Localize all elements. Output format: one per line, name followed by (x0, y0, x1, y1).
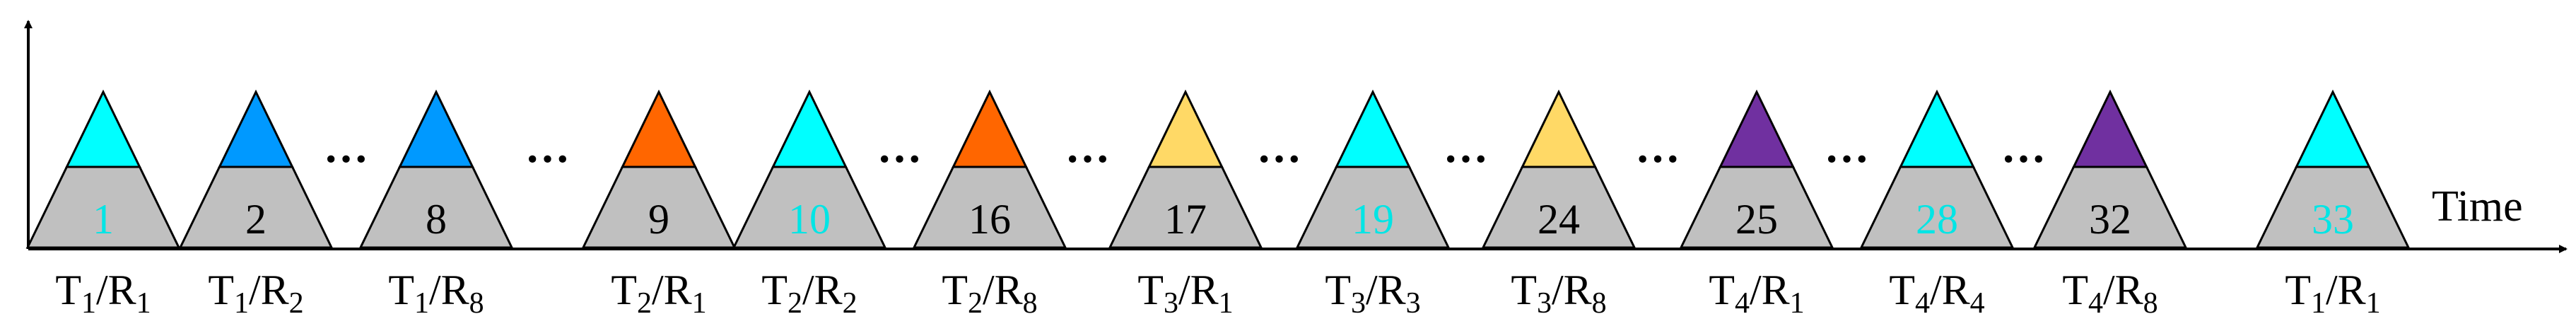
slot-top (621, 89, 697, 168)
gap-ellipsis: ··· (1256, 134, 1301, 184)
slot-label: T4/R8 (2062, 267, 2158, 320)
time-slot: 8T1/R8 (358, 89, 514, 320)
slot-number: 33 (2312, 196, 2354, 243)
gap-ellipsis: ··· (1065, 134, 1110, 184)
slot-number: 16 (968, 196, 1011, 243)
slot-number: 32 (2089, 196, 2131, 243)
slot-number: 17 (1164, 196, 1207, 243)
slot-number: 2 (245, 196, 267, 243)
time-slot: 1T1/R1 (25, 89, 181, 320)
gap-ellipsis: ··· (877, 134, 922, 184)
gap-ellipsis: ··· (1824, 134, 1869, 184)
slot-label: T1/R2 (208, 267, 303, 320)
slot-number: 9 (648, 196, 669, 243)
slot-number: 1 (93, 196, 114, 243)
gap-ellipsis: ··· (2001, 134, 2046, 184)
slot-top (398, 89, 474, 168)
gap-ellipsis: ··· (1443, 134, 1488, 184)
slot-label: T1/R1 (55, 267, 151, 320)
slot-number: 10 (788, 196, 831, 243)
slot-number: 8 (426, 196, 447, 243)
slot-top (65, 89, 141, 168)
slot-label: T3/R8 (1511, 267, 1606, 320)
slot-top (1147, 89, 1224, 168)
slot-top (2072, 89, 2148, 168)
gap-ellipsis: ··· (1635, 134, 1680, 184)
slot-top (1899, 89, 1975, 168)
time-slot: 2T1/R2 (178, 89, 334, 320)
slot-top (1335, 89, 1411, 168)
slot-number: 24 (1538, 196, 1580, 243)
slot-top (1719, 89, 1795, 168)
time-axis-label: Time (2432, 182, 2523, 231)
slot-label: T4/R4 (1889, 267, 1984, 320)
gap-ellipsis: ··· (323, 134, 368, 184)
slot-label: T3/R3 (1325, 267, 1420, 320)
slot-label: T2/R1 (611, 267, 706, 320)
slot-top (771, 89, 848, 168)
gap-ellipsis: ··· (525, 134, 570, 184)
slot-label: T4/R1 (1709, 267, 1804, 320)
time-slot: 9T2/R1 (581, 89, 737, 320)
slot-label: T3/R1 (1137, 267, 1233, 320)
slot-top (2295, 89, 2371, 168)
slot-number: 25 (1735, 196, 1778, 243)
slot-label: T2/R8 (942, 267, 1037, 320)
slot-label: T1/R1 (2285, 267, 2380, 320)
slot-top (218, 89, 294, 168)
slot-label: T2/R2 (761, 267, 857, 320)
slot-number: 19 (1352, 196, 1394, 243)
slot-label: T1/R8 (388, 267, 484, 320)
slot-number: 28 (1916, 196, 1958, 243)
slot-top (1521, 89, 1597, 168)
slot-top (952, 89, 1028, 168)
